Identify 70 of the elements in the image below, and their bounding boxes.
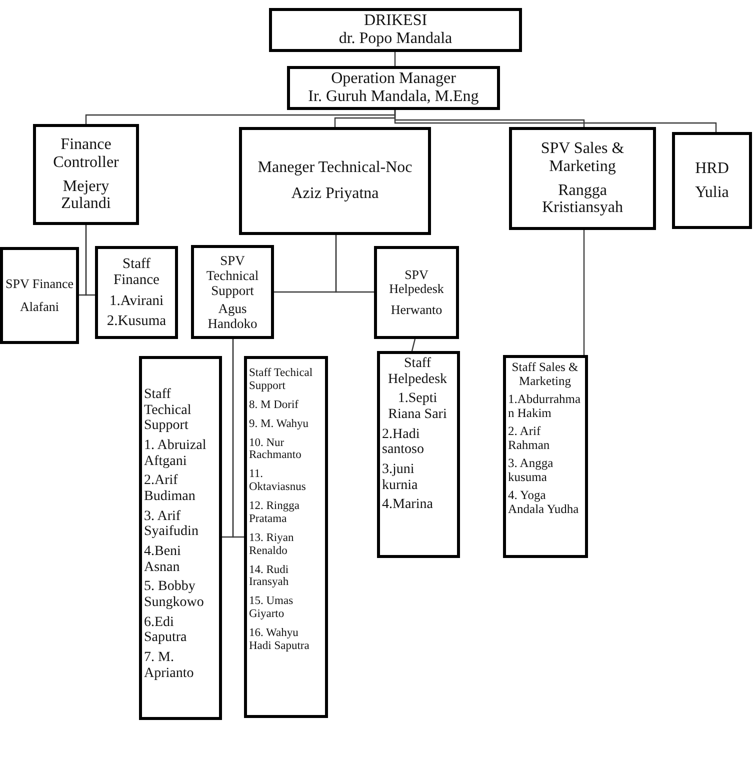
position-title: DRIKESI <box>362 12 428 30</box>
staff-list-item: 1. Abruizal Aftgani <box>144 438 208 470</box>
staff-list-item: 2.Hadi santoso <box>382 426 425 458</box>
staff-list-item: 9. M. Wahyu <box>249 418 310 430</box>
staff-list-item: 11. Oktaviasnus <box>249 468 307 494</box>
staff-list-item: 1.Abdurrahman Hakim <box>508 392 582 420</box>
staff-list-item: 2. Arif Rahman <box>508 424 551 452</box>
person-name: Herwanto <box>390 302 444 318</box>
org-box <box>191 245 274 339</box>
staff-list-item: 7. M. Aprianto <box>144 650 195 682</box>
person-name: Mejery Zulandi <box>60 178 112 214</box>
position-title: SPV Sales & Marketing <box>540 140 626 176</box>
org-box <box>374 246 459 339</box>
list-heading: Staff Sales & Marketing <box>510 360 580 388</box>
position-title: SPV Helpedesk <box>388 268 445 297</box>
connector-line <box>394 110 717 132</box>
org-box <box>95 246 178 339</box>
staff-list-item: 6.Edi Saputra <box>144 614 188 646</box>
staff-list-item: 2.Kusuma <box>106 312 168 329</box>
org-box <box>239 127 431 235</box>
staff-list-item: 13. Riyan Renaldo <box>249 532 295 558</box>
position-title: HRD <box>694 160 730 178</box>
position-title: SPV Finance <box>4 276 74 292</box>
list-heading: Staff Techical Support <box>249 367 314 393</box>
connector-line <box>232 339 244 538</box>
staff-list-item: 1.Avirani <box>108 292 165 309</box>
connector-line <box>85 225 95 296</box>
connector-line <box>411 338 416 352</box>
staff-list-item: 5. Bobby Sungkowo <box>144 579 205 611</box>
list-heading: Staff Helpedesk <box>386 356 448 388</box>
staff-list-item: 10. Nur Rachmanto <box>249 436 302 462</box>
org-box <box>0 247 79 344</box>
person-name: Aziz Priyatna <box>290 185 380 203</box>
list-heading: Staff Finance <box>112 256 160 288</box>
staff-list-item: 4. Yoga Andala Yudha <box>508 488 580 516</box>
connector-line <box>394 52 396 66</box>
staff-list-item: 1.Septi Riana Sari <box>387 391 448 423</box>
staff-list-item: 3.juni kurnia <box>382 462 419 494</box>
person-name: Rangga Kristiansyah <box>541 182 624 218</box>
staff-list-item: 16. Wahyu Hadi Saputra <box>249 627 310 653</box>
org-box <box>672 132 752 229</box>
staff-list-item: 15. Umas Giyarto <box>249 595 294 621</box>
staff-list-item: 2.Arif Budiman <box>144 473 196 505</box>
position-title: Finance Controller <box>52 136 120 172</box>
person-name: Ir. Guruh Mandala, M.Eng <box>307 88 480 106</box>
person-name: Yulia <box>694 184 730 202</box>
person-name: Alafani <box>19 300 60 314</box>
position-title: SPV Technical Support <box>205 252 260 298</box>
person-name: dr. Popo Mandala <box>338 30 454 48</box>
staff-list-item: 4.Marina <box>382 497 434 514</box>
person-name: Agus Handoko <box>206 301 258 332</box>
list-heading: Staff Techical Support <box>144 387 192 434</box>
position-title: Operation Manager <box>330 70 457 88</box>
org-box <box>244 356 328 718</box>
connector-line <box>335 235 374 293</box>
staff-list-item: 14. Rudi Iransyah <box>249 564 290 590</box>
org-box <box>377 351 460 558</box>
org-box <box>287 66 500 110</box>
staff-list-item: 3. Angga kusuma <box>508 456 554 484</box>
org-box <box>139 356 222 720</box>
org-box <box>269 8 522 52</box>
staff-list-item: 12. Ringga Pratama <box>249 500 300 526</box>
org-box <box>503 355 588 558</box>
org-box <box>509 127 656 230</box>
position-title: Maneger Technical-Noc <box>256 159 414 177</box>
staff-list-item: 8. M Dorif <box>249 398 300 412</box>
staff-list-item: 4.Beni Asnan <box>144 544 182 576</box>
connector-line <box>583 230 585 355</box>
org-box <box>33 124 139 225</box>
staff-list-item: 3. Arif Syaifudin <box>144 508 200 540</box>
